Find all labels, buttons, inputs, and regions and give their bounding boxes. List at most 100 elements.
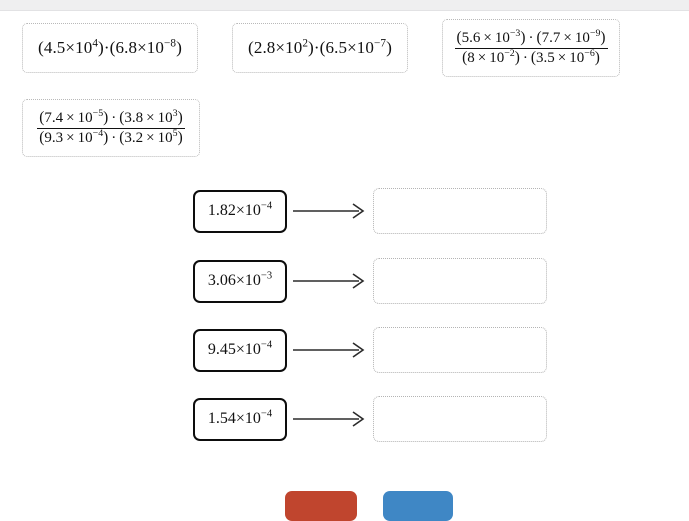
- expression-3-fraction: (5.6 × 10−3) · (7.7 × 10−9) (8 × 10−2) ·…: [454, 28, 608, 67]
- match-row: 1.82×10−4: [193, 188, 547, 234]
- expression-card-1[interactable]: (4.5×104)·(6.8×10−8): [22, 23, 198, 73]
- expression-2-text: (2.8×102)·(6.5×10−7): [248, 38, 392, 58]
- fraction-denominator: (8 × 10−2) · (3.5 × 10−6): [460, 47, 602, 67]
- paren-open: (: [39, 128, 45, 146]
- arrow-icon: [291, 340, 371, 360]
- paren-close: ): [103, 128, 109, 146]
- exponent: −8: [164, 37, 177, 50]
- base: 10: [244, 272, 261, 289]
- fraction-numerator: (7.4 × 10−5) · (3.8 × 103): [37, 107, 185, 129]
- base: 10: [244, 202, 261, 219]
- paren-open: (: [119, 128, 125, 146]
- exponent: −4: [260, 408, 273, 420]
- base: 10: [574, 29, 590, 46]
- exponent: −7: [374, 37, 387, 50]
- arrow-icon: [291, 201, 371, 221]
- times-symbol: ×: [65, 38, 76, 57]
- exponent: 3: [172, 107, 178, 119]
- dropzone-3[interactable]: [373, 327, 547, 373]
- times-symbol: ×: [563, 29, 572, 46]
- paren-open: (: [319, 38, 326, 57]
- paren-close: ): [177, 108, 183, 126]
- exponent: −3: [260, 270, 273, 282]
- mantissa: 3.2: [124, 129, 144, 146]
- paren-close: ): [176, 38, 183, 57]
- exponent: 2: [302, 37, 309, 50]
- base: 10: [244, 341, 261, 358]
- dot-operator: ·: [313, 38, 320, 57]
- paren-close: ): [600, 28, 606, 46]
- match-row: 1.54×10−4: [193, 396, 547, 442]
- paren-open: (: [536, 28, 542, 46]
- paren-close: ): [594, 48, 600, 66]
- exponent: −2: [504, 47, 515, 59]
- base: 10: [285, 38, 303, 57]
- arrow-icon: [291, 409, 371, 429]
- answer-tile-3-text: 9.45×10−4: [207, 339, 273, 359]
- dot-operator: ·: [522, 49, 528, 66]
- exponent: −4: [260, 339, 273, 351]
- dropzone-2[interactable]: [373, 258, 547, 304]
- dropzone-4[interactable]: [373, 396, 547, 442]
- base: 10: [244, 410, 261, 427]
- paren-open: (: [119, 108, 125, 126]
- mantissa: 7.4: [44, 109, 64, 126]
- mantissa: 7.7: [541, 29, 561, 46]
- answer-tile-1[interactable]: 1.82×10−4: [193, 189, 287, 233]
- answer-tile-3[interactable]: 9.45×10−4: [193, 328, 287, 372]
- paren-close: ): [514, 48, 520, 66]
- expression-card-3[interactable]: (5.6 × 10−3) · (7.7 × 10−9) (8 × 10−2) ·…: [442, 19, 620, 77]
- base: 10: [75, 38, 93, 57]
- top-bar: [0, 0, 689, 11]
- times-symbol: ×: [66, 129, 75, 146]
- paren-close: ): [103, 108, 109, 126]
- times-symbol: ×: [146, 129, 155, 146]
- exponent: −6: [584, 47, 595, 59]
- paren-close: ): [177, 128, 183, 146]
- answer-tile-2[interactable]: 3.06×10−3: [193, 259, 287, 303]
- dot-operator: ·: [111, 109, 117, 126]
- exponent: −4: [92, 127, 104, 139]
- exponent: −4: [260, 200, 273, 212]
- base: 10: [146, 38, 164, 57]
- paren-open: (: [456, 28, 462, 46]
- times-symbol: ×: [347, 38, 357, 57]
- exponent: 4: [92, 37, 99, 50]
- submit-button[interactable]: [383, 491, 453, 521]
- fraction-denominator: (9.3 × 10−4) · (3.2 × 105): [37, 127, 184, 147]
- exponent: 5: [172, 127, 178, 139]
- answer-tile-1-text: 1.82×10−4: [207, 200, 273, 220]
- times-symbol: ×: [235, 272, 245, 289]
- paren-open: (: [462, 48, 468, 66]
- times-symbol: ×: [477, 49, 487, 66]
- exponent: −5: [92, 107, 104, 119]
- match-row: 3.06×10−3: [193, 258, 547, 304]
- dot-operator: ·: [103, 38, 110, 57]
- fraction-numerator: (5.6 × 10−3) · (7.7 × 10−9): [454, 28, 608, 49]
- expression-card-4[interactable]: (7.4 × 10−5) · (3.8 × 103) (9.3 × 10−4) …: [22, 99, 200, 157]
- expression-card-2[interactable]: (2.8×102)·(6.5×10−7): [232, 23, 408, 73]
- times-symbol: ×: [235, 202, 245, 219]
- mantissa: 9.45: [207, 341, 236, 358]
- paren-open: (: [39, 108, 45, 126]
- paren-close: ): [98, 38, 104, 57]
- answer-tile-4[interactable]: 1.54×10−4: [193, 397, 287, 441]
- mantissa: 1.82: [207, 202, 236, 219]
- paren-open: (: [109, 38, 116, 57]
- paren-open: (: [530, 48, 536, 66]
- answer-tile-2-text: 3.06×10−3: [207, 270, 273, 290]
- times-symbol: ×: [235, 341, 245, 358]
- times-symbol: ×: [235, 410, 245, 427]
- paren-open: (: [247, 38, 254, 57]
- mantissa: 6.5: [325, 38, 348, 57]
- dropzone-1[interactable]: [373, 188, 547, 234]
- mantissa: 2.8: [253, 38, 276, 57]
- dot-operator: ·: [528, 29, 534, 46]
- mantissa: 3.06: [207, 272, 236, 289]
- paren-close: ): [386, 38, 393, 57]
- reset-button[interactable]: [285, 491, 357, 521]
- times-symbol: ×: [483, 29, 492, 46]
- dot-operator: ·: [111, 129, 117, 146]
- mantissa: 3.8: [124, 109, 144, 126]
- times-symbol: ×: [66, 109, 75, 126]
